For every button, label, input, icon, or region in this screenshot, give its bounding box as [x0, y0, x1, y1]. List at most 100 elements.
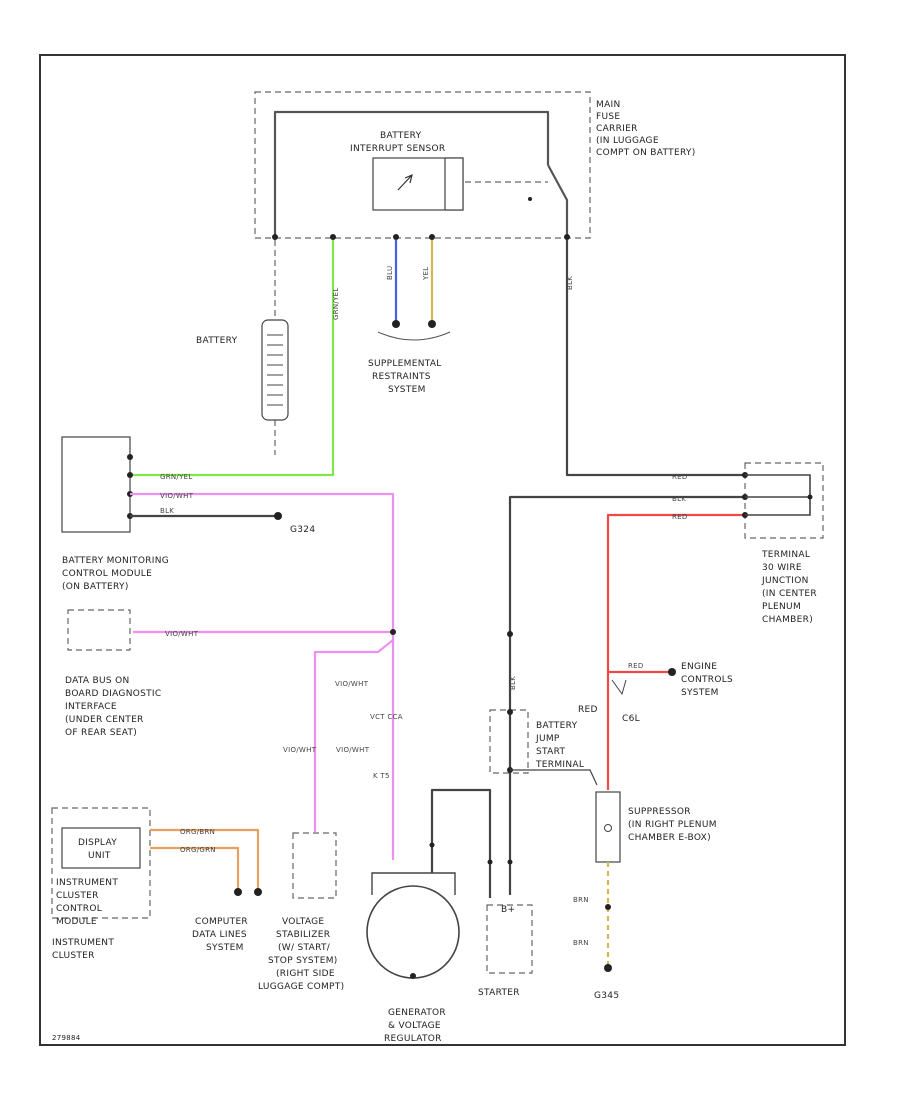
suppressor: [595, 791, 621, 863]
wire-label-blk-2: BLK: [672, 495, 686, 503]
jump-start-label: BATTERY JUMP START TERMINAL: [535, 721, 584, 770]
wire-label-org-grn: ORG/GRN: [180, 846, 216, 854]
dlc-label: DATA BUS ON BOARD DIAGNOSTIC INTERFACE (…: [65, 676, 165, 738]
g345-label: G345: [594, 991, 619, 1001]
vstab-label: VOLTAGE STABILIZER (W/ START/ STOP SYSTE…: [258, 917, 344, 992]
srs-bracket: [377, 331, 451, 341]
conn-dot: [428, 320, 436, 328]
conn-dot: [393, 234, 399, 240]
conn-dot: [429, 842, 435, 848]
srs-label: SUPPLEMENTAL RESTRAINTS SYSTEM: [368, 359, 445, 395]
conn-dot: [234, 888, 242, 896]
conn-dot: [429, 234, 435, 240]
wire-blk-gen: [430, 788, 492, 898]
conn-dot: [254, 888, 262, 896]
conn-dot: [807, 494, 813, 500]
conn-dot: [605, 904, 611, 910]
wire-vio-wht-gen: [130, 492, 395, 860]
wire-org-grn: [150, 846, 240, 890]
cdl-label: COMPUTER DATA LINES SYSTEM: [192, 917, 251, 953]
diagram-frame: [39, 54, 846, 1046]
conn-dot: [507, 709, 513, 715]
wire-label-vio-5: VIO/WHT: [336, 746, 370, 754]
wire-label-vio-1: VIO/WHT: [160, 492, 194, 500]
c6l-label: C6L: [622, 714, 640, 724]
wire-label-blk-main: BLK: [566, 276, 574, 290]
battery-monitoring-module: [61, 436, 131, 533]
wire-vio-wht-stab: [313, 639, 394, 832]
wire-label-blk-3: BLK: [509, 676, 517, 690]
wire-blk-main: [565, 240, 745, 477]
wire-label-blu: BLU: [386, 266, 394, 280]
voltage-stabilizer: [292, 832, 337, 899]
wire-label-red-2: RED: [672, 513, 688, 521]
ground-dot: [604, 964, 612, 972]
jump-start-terminal: [489, 709, 529, 774]
conn-dot: [272, 234, 278, 240]
fuse-contact-dot: [528, 197, 532, 201]
fuse-busbar: [273, 110, 550, 235]
conn-dot: [127, 454, 133, 460]
terminal-30-junction: [744, 462, 824, 539]
display-unit-label: DISPLAY UNIT: [78, 838, 120, 861]
ic-label: INSTRUMENT CLUSTER: [52, 938, 117, 961]
generator: [366, 885, 460, 979]
g324-label: G324: [290, 525, 315, 535]
wire-label-red-top: RED: [672, 473, 688, 481]
sensor-symbol-icon: [397, 173, 413, 191]
c6l-connector-icon: [611, 679, 627, 696]
wire-label-vct: VCT CCA: [370, 713, 403, 721]
gen-label: GENERATOR & VOLTAGE REGULATOR: [384, 1008, 449, 1044]
suppressor-label: SUPPRESSOR (IN RIGHT PLENUM CHAMBER E-BO…: [628, 807, 720, 843]
ground-dot: [274, 512, 282, 520]
wire-label-org-brn: ORG/BRN: [180, 828, 215, 836]
wire-label-vio-2: VIO/WHT: [165, 630, 199, 638]
wire-label-grn-yel-h: GRN/YEL: [160, 473, 193, 481]
conn-dot: [507, 859, 513, 865]
conn-dot: [668, 668, 676, 676]
fuse-switch: [547, 164, 569, 238]
engine-controls-label: ENGINE CONTROLS SYSTEM: [681, 662, 736, 698]
wire-label-blk: BLK: [160, 507, 174, 515]
wire-label-vio-4: VIO/WHT: [283, 746, 317, 754]
icm-label: INSTRUMENT CLUSTER CONTROL MODULE: [56, 878, 121, 927]
conn-dot: [507, 631, 513, 637]
generator-bracket: [371, 872, 456, 895]
data-bus-connector: [67, 609, 131, 651]
wire-label-grn-yel-v: GRN/YEL: [332, 287, 340, 320]
suppressor-element-icon: [604, 824, 612, 832]
wire-label-vio-3: VIO/WHT: [335, 680, 369, 688]
bmcm-label: BATTERY MONITORING CONTROL MODULE (ON BA…: [62, 556, 172, 592]
starter: [486, 904, 533, 974]
footer-code: 279884: [52, 1034, 81, 1042]
wire-label-yel: YEL: [422, 267, 430, 282]
conn-dot: [392, 320, 400, 328]
wire-label-brn-1: BRN: [573, 896, 589, 904]
conn-dot: [564, 234, 570, 240]
main-fuse-label: MAIN FUSE CARRIER (IN LUGGAGE COMPT ON B…: [596, 100, 696, 158]
splice-dot: [390, 629, 396, 635]
wire-label-kt5: K T5: [373, 772, 390, 780]
jump-start-leader: [510, 769, 598, 786]
starter-label: STARTER: [478, 988, 520, 998]
battery-label: BATTERY: [196, 336, 238, 346]
bis-label: BATTERY INTERRUPT SENSOR: [350, 131, 445, 154]
display-unit: [61, 827, 141, 869]
wire-grn-yel: [133, 240, 335, 477]
b-plus-label: B+: [501, 905, 515, 915]
wire-blk-starter: [508, 495, 745, 895]
terminal-30-label: TERMINAL 30 WIRE JUNCTION (IN CENTER PLE…: [761, 550, 820, 625]
conn-dot: [330, 234, 336, 240]
wire-org-brn: [150, 828, 260, 890]
wire-label-red-4: RED: [628, 662, 644, 670]
conn-dot: [487, 859, 493, 865]
wire-red: [606, 513, 745, 790]
conn-dot: [410, 973, 416, 979]
terminal-busbar: [745, 474, 811, 516]
wire-label-red-3: RED: [578, 705, 598, 715]
conn-dot: [127, 472, 133, 478]
sensor-cap: [444, 157, 464, 211]
instrument-cluster-box: [51, 807, 151, 919]
wire-label-brn-2: BRN: [573, 939, 589, 947]
